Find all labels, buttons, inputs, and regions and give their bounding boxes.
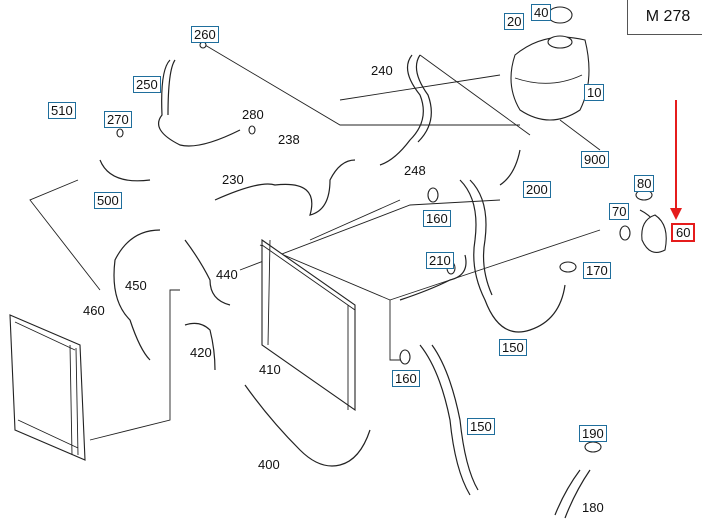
part-label-280[interactable]: 280 (242, 107, 264, 122)
part-label-238[interactable]: 238 (278, 132, 300, 147)
part-label-440[interactable]: 440 (216, 267, 238, 282)
part-label-190[interactable]: 190 (579, 425, 607, 442)
part-label-10[interactable]: 10 (584, 84, 605, 101)
part-label-230[interactable]: 230 (222, 172, 244, 187)
part-label-400[interactable]: 400 (258, 457, 280, 472)
part-label-170[interactable]: 170 (583, 262, 611, 279)
part-label-40[interactable]: 40 (531, 4, 552, 21)
part-label-160-lower[interactable]: 160 (392, 370, 420, 387)
part-label-460[interactable]: 460 (83, 303, 105, 318)
part-label-70[interactable]: 70 (609, 203, 630, 220)
seals (116, 41, 667, 453)
part-label-60[interactable]: 60 (671, 223, 696, 242)
part-label-450[interactable]: 450 (125, 278, 147, 293)
part-label-420[interactable]: 420 (190, 345, 212, 360)
part-label-510[interactable]: 510 (48, 102, 76, 119)
red-arrow-annotation (670, 100, 682, 220)
part-label-180[interactable]: 180 (582, 500, 604, 515)
part-label-160-upper[interactable]: 160 (423, 210, 451, 227)
part-label-80[interactable]: 80 (634, 175, 655, 192)
part-label-250[interactable]: 250 (133, 76, 161, 93)
part-label-410[interactable]: 410 (259, 362, 281, 377)
radiator (261, 238, 356, 412)
part-label-900[interactable]: 900 (581, 151, 609, 168)
part-label-240[interactable]: 240 (371, 63, 393, 78)
part-label-20[interactable]: 20 (504, 13, 525, 30)
part-label-270[interactable]: 270 (104, 111, 132, 128)
part-label-260[interactable]: 260 (191, 26, 219, 43)
part-label-200[interactable]: 200 (523, 181, 551, 198)
hoses (99, 54, 661, 519)
expansion-tank (510, 6, 590, 121)
heater-core (9, 314, 86, 461)
part-label-150-lower[interactable]: 150 (467, 418, 495, 435)
part-label-248[interactable]: 248 (404, 163, 426, 178)
model-code: M 278 (645, 8, 691, 25)
part-label-500[interactable]: 500 (94, 192, 122, 209)
part-label-210[interactable]: 210 (426, 252, 454, 269)
model-code-box: M 278 (627, 0, 702, 35)
part-label-150-upper[interactable]: 150 (499, 339, 527, 356)
